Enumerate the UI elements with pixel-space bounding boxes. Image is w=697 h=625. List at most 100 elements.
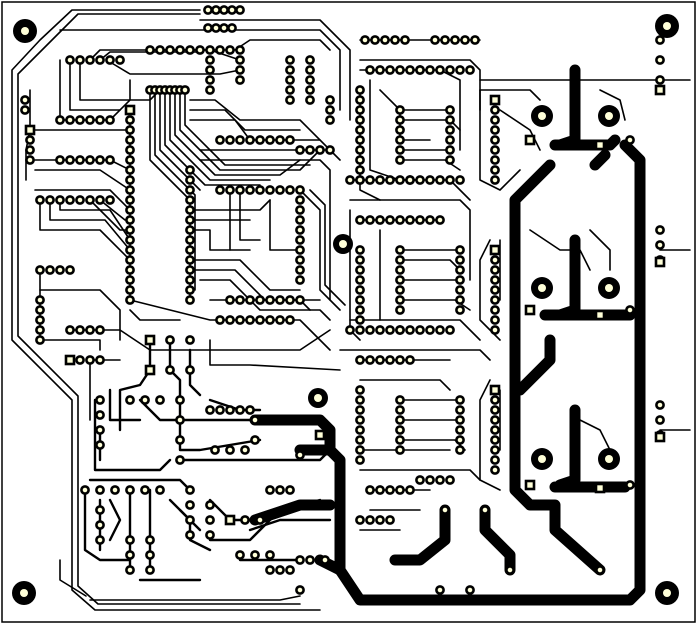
- pad-426: [305, 555, 315, 565]
- pad-133: [185, 205, 195, 215]
- pad-396: [155, 485, 165, 495]
- pad-292: [455, 425, 465, 435]
- pad-160: [285, 55, 295, 65]
- pad-45: [105, 195, 115, 205]
- pad-156: [205, 85, 215, 95]
- pad-193: [415, 65, 425, 75]
- pad-77: [25, 155, 35, 165]
- pad-153: [205, 55, 215, 65]
- pad-310: [375, 515, 385, 525]
- pad-9: [227, 23, 237, 33]
- pad-209: [445, 145, 455, 155]
- pad-420: [275, 485, 285, 495]
- pad-386: [210, 445, 220, 455]
- pad-55: [125, 195, 135, 205]
- pad-110: [265, 185, 275, 195]
- pad-315: [445, 475, 455, 485]
- pad-17: [155, 45, 165, 55]
- pad-403: [145, 535, 155, 545]
- pad-269: [385, 325, 395, 335]
- pad-82: [55, 265, 65, 275]
- pad-314: [435, 475, 445, 485]
- pad-414: [240, 515, 250, 525]
- pad-413: [224, 514, 236, 526]
- pad-398: [95, 520, 105, 530]
- pad-173: [295, 145, 305, 155]
- pad-57: [125, 215, 135, 225]
- pad-387: [225, 445, 235, 455]
- pad-330: [490, 295, 500, 305]
- pad-204: [395, 155, 405, 165]
- pad-394: [125, 485, 135, 495]
- pad-309: [365, 515, 375, 525]
- pad-54: [125, 185, 135, 195]
- pad-103: [275, 135, 285, 145]
- pad-326: [490, 255, 500, 265]
- pad-337: [490, 415, 500, 425]
- pad-216: [355, 135, 365, 145]
- pad-104: [285, 135, 295, 145]
- pad-374: [125, 395, 135, 405]
- pad-61: [125, 255, 135, 265]
- pad-91: [85, 325, 95, 335]
- pad-248: [395, 295, 405, 305]
- pad-268: [375, 325, 385, 335]
- pad-129: [185, 165, 195, 175]
- pad-312: [415, 475, 425, 485]
- pad-40: [55, 195, 65, 205]
- pad-408: [185, 515, 195, 525]
- pad-324: [490, 175, 500, 185]
- pad-98: [225, 135, 235, 145]
- pad-187: [365, 65, 375, 75]
- mounting-hole-bottom-left: [12, 581, 36, 605]
- pad-429: [320, 555, 330, 565]
- pad-434: [465, 585, 475, 595]
- pad-24: [225, 45, 235, 55]
- pad-4: [227, 5, 237, 15]
- pad-272: [405, 325, 415, 335]
- pad-134: [185, 215, 195, 225]
- pad-382: [215, 405, 225, 415]
- pad-152: [295, 275, 305, 285]
- pad-247: [395, 285, 405, 295]
- pad-190: [395, 65, 405, 75]
- pad-25: [235, 45, 245, 55]
- pad-245: [395, 265, 405, 275]
- pad-19: [175, 45, 185, 55]
- pad-41: [65, 195, 75, 205]
- pad-22: [205, 45, 215, 55]
- pad-20: [185, 45, 195, 55]
- pad-243: [395, 245, 405, 255]
- pad-397: [95, 505, 105, 515]
- pad-251: [455, 255, 465, 265]
- pad-329: [490, 285, 500, 295]
- pad-346: [594, 139, 606, 151]
- pad-252: [455, 265, 465, 275]
- pad-401: [125, 550, 135, 560]
- pad-10: [65, 55, 75, 65]
- pad-148: [295, 235, 305, 245]
- pad-177: [360, 35, 370, 45]
- pad-335: [490, 395, 500, 405]
- pad-422: [265, 565, 275, 575]
- pad-93: [64, 354, 76, 366]
- pad-23: [215, 45, 225, 55]
- pad-65: [125, 295, 135, 305]
- pad-143: [295, 185, 305, 195]
- pad-111: [275, 185, 285, 195]
- pad-288: [395, 445, 405, 455]
- pad-344: [524, 304, 536, 316]
- pad-273: [415, 325, 425, 335]
- power-pad-6: [598, 448, 620, 470]
- pad-180: [390, 35, 400, 45]
- pad-342: [490, 465, 500, 475]
- pad-127: [275, 315, 285, 325]
- pad-130: [185, 175, 195, 185]
- pad-289: [455, 395, 465, 405]
- pad-282: [405, 355, 415, 365]
- pad-18: [165, 45, 175, 55]
- pad-261: [355, 285, 365, 295]
- pad-238: [395, 215, 405, 225]
- pad-1: [203, 5, 213, 15]
